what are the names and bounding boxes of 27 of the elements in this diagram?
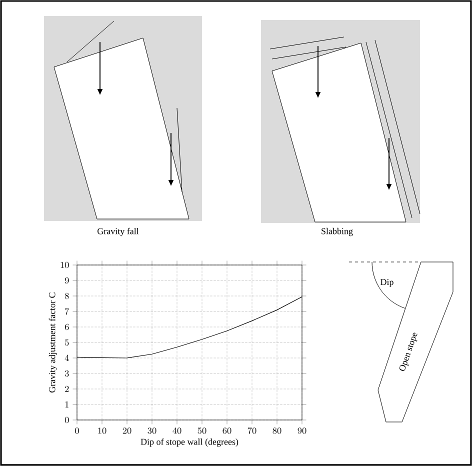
angle-label: Dip (380, 279, 394, 287)
y-tick-label: 5 (65, 339, 69, 346)
y-tick-label: 4 (64, 354, 69, 361)
x-axis-title: Dip of stope wall (degrees) (140, 438, 238, 447)
line-series (77, 296, 302, 358)
x-tick-label: 80 (272, 428, 282, 434)
y-tick-label: 6 (64, 324, 69, 330)
x-tick-label: 90 (298, 428, 306, 434)
y-tick-label: 8 (64, 292, 69, 300)
x-tick-label: 60 (222, 428, 232, 434)
y-tick-label: 9 (64, 277, 69, 284)
y-tick-label: 0 (64, 416, 69, 424)
y-tick-label: 3 (64, 370, 69, 377)
x-tick-label: 40 (172, 427, 182, 434)
x-tick-label: 10 (98, 428, 106, 434)
x-tick-label: 20 (122, 428, 132, 434)
panel-caption: Slabbing (322, 228, 353, 236)
y-axis-title: Gravity adjustment factor C (48, 292, 58, 392)
y-tick-label: 2 (65, 386, 69, 392)
y-tick-label: 1 (65, 401, 68, 408)
panel-caption: Gravity fall (98, 228, 139, 236)
y-tick-label: 10 (60, 262, 69, 268)
x-tick-label: 50 (198, 428, 206, 434)
x-tick-label: 30 (148, 428, 156, 434)
x-tick-label: 70 (248, 428, 256, 434)
y-tick-label: 7 (65, 308, 70, 315)
x-tick-label: 0 (75, 428, 79, 434)
